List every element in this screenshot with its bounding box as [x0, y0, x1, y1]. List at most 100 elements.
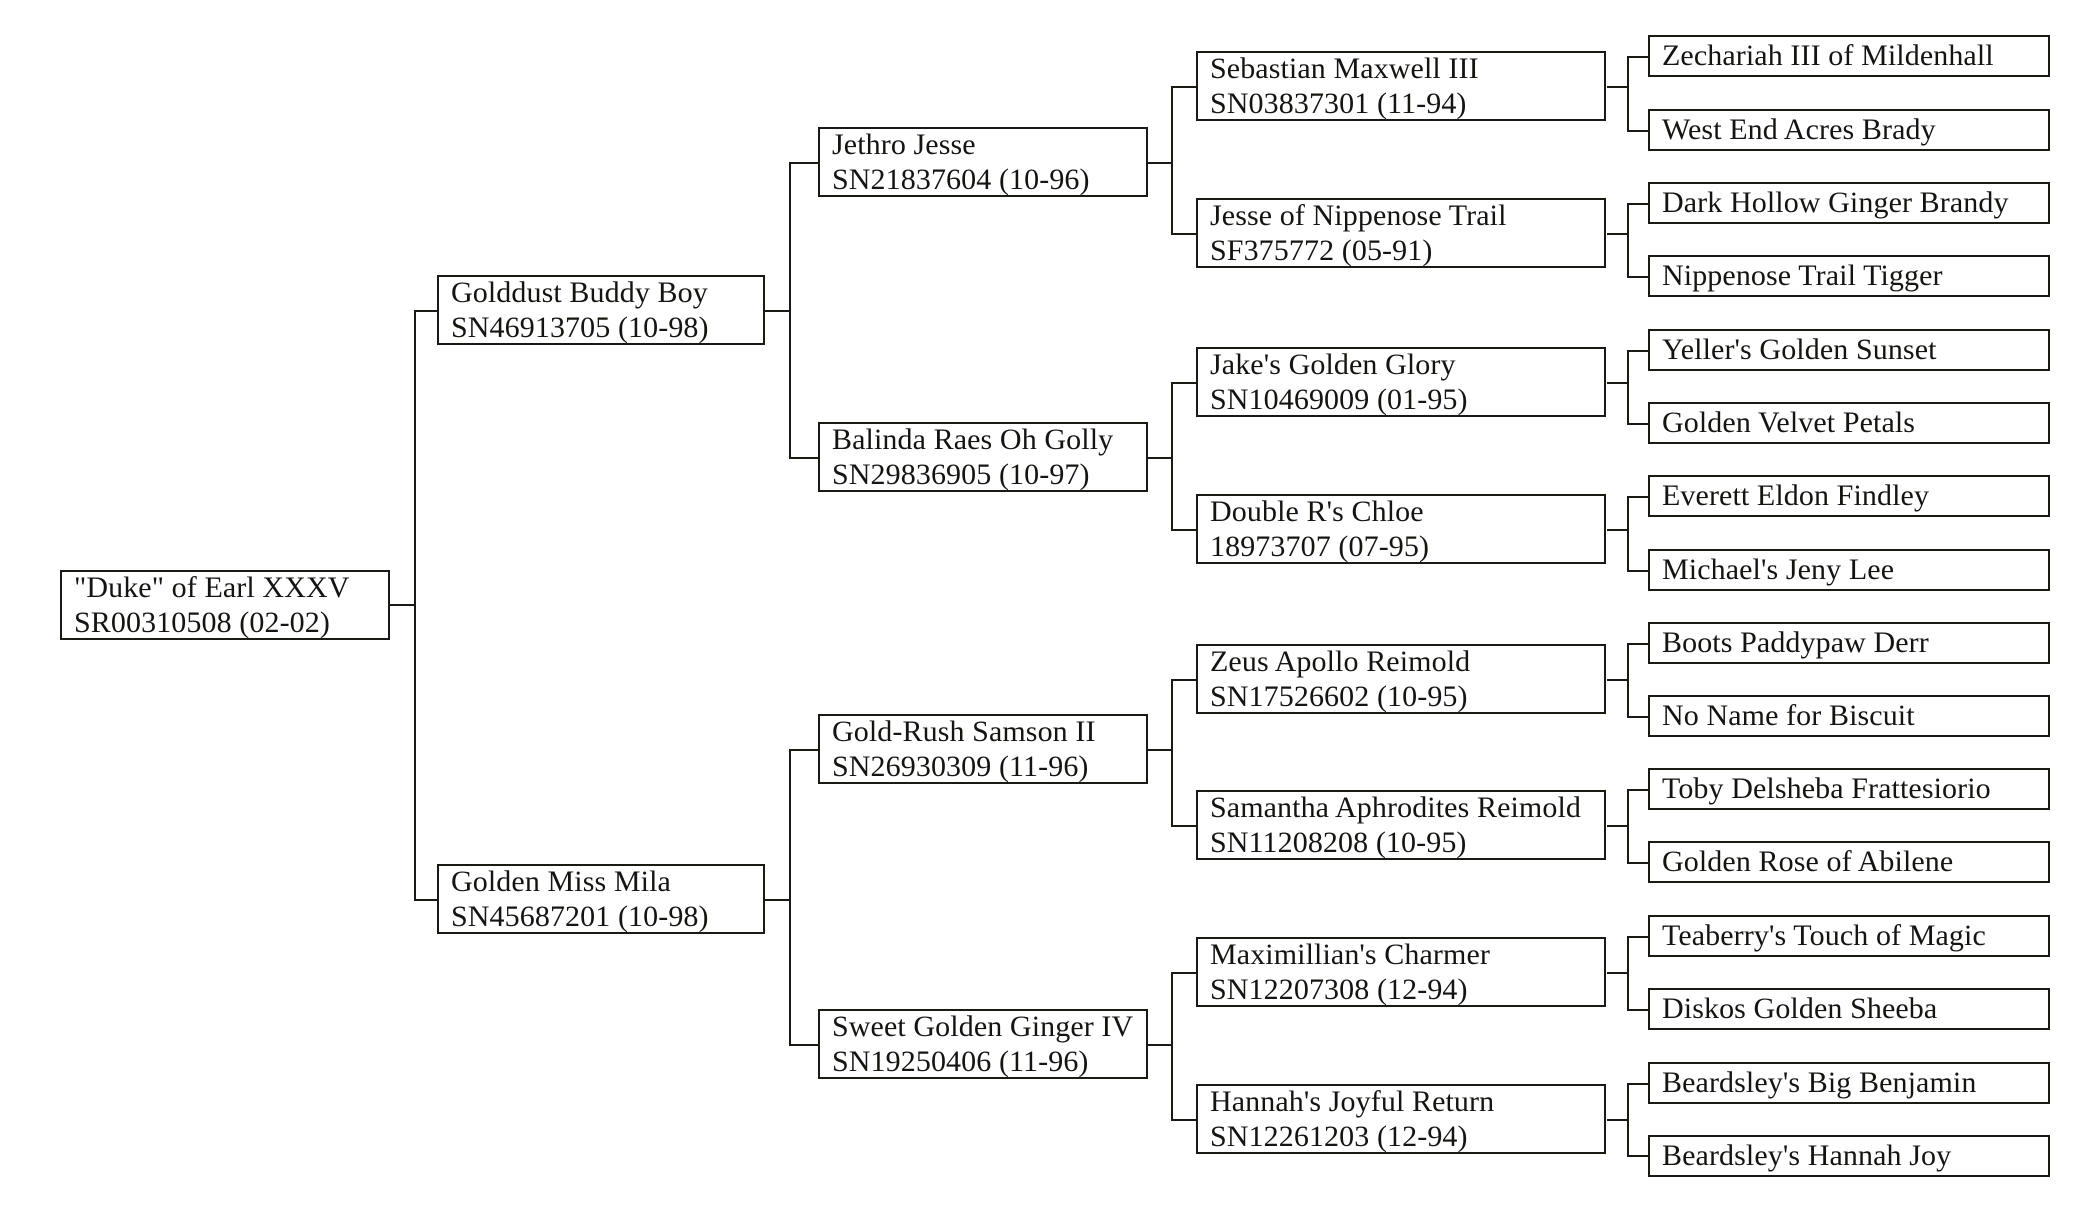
node-registration: SR00310508 (02-02)	[74, 606, 330, 639]
connector-gen3-0-trunk	[1627, 56, 1629, 131]
pedigree-node-gen3-5[interactable]: Samantha Aphrodites Reimold SN11208208 (…	[1196, 790, 1606, 860]
node-name: Dark Hollow Ginger Brandy	[1662, 186, 2009, 220]
node-name: Toby Delsheba Frattesiorio	[1662, 772, 1991, 806]
pedigree-node-gen4-5[interactable]: Golden Velvet Petals	[1648, 402, 2050, 444]
connector-root-stub	[390, 604, 416, 606]
node-name: Nippenose Trail Tigger	[1662, 259, 1943, 293]
node-registration: SN21837604 (10-96)	[832, 163, 1090, 196]
pedigree-node-gen4-9[interactable]: No Name for Biscuit	[1648, 695, 2050, 737]
node-name: Golden Velvet Petals	[1662, 406, 1916, 440]
connector-gen2-0-to-gen3-1	[1171, 233, 1197, 235]
connector-gen3-7-stub	[1607, 1119, 1629, 1121]
connector-gen3-3-stub	[1607, 529, 1629, 531]
pedigree-node-gen4-7[interactable]: Michael's Jeny Lee	[1648, 549, 2050, 591]
node-registration: SN10469009 (01-95)	[1210, 383, 1468, 416]
node-name: Balinda Raes Oh Golly	[832, 422, 1114, 456]
connector-gen3-2-to-gen4-4	[1627, 350, 1649, 352]
pedigree-node-gen2-2[interactable]: Gold-Rush Samson II SN26930309 (11-96)	[818, 714, 1148, 784]
connector-gen3-3-trunk	[1627, 496, 1629, 571]
node-name: Teaberry's Touch of Magic	[1662, 919, 1986, 953]
connector-gen2-2-to-gen3-4	[1171, 679, 1197, 681]
node-registration: SN12207308 (12-94)	[1210, 973, 1468, 1006]
connector-gen3-1-to-gen4-3	[1627, 276, 1649, 278]
pedigree-node-dam[interactable]: Golden Miss Mila SN45687201 (10-98)	[437, 864, 765, 934]
pedigree-node-gen4-12[interactable]: Teaberry's Touch of Magic	[1648, 915, 2050, 957]
connector-gen1-0-to-gen2-0	[789, 162, 819, 164]
node-name: Jake's Golden Glory	[1210, 347, 1456, 381]
node-registration: SN26930309 (11-96)	[832, 750, 1089, 783]
node-registration: SN03837301 (11-94)	[1210, 87, 1467, 120]
connector-gen2-1-to-gen3-2	[1171, 382, 1197, 384]
pedigree-node-gen4-8[interactable]: Boots Paddypaw Derr	[1648, 622, 2050, 664]
node-name: West End Acres Brady	[1662, 113, 1936, 147]
connector-gen2-2-trunk	[1171, 679, 1173, 826]
pedigree-node-gen4-1[interactable]: West End Acres Brady	[1648, 109, 2050, 151]
pedigree-node-gen2-3[interactable]: Sweet Golden Ginger IV SN19250406 (11-96…	[818, 1009, 1148, 1079]
connector-gen3-4-to-gen4-9	[1627, 716, 1649, 718]
pedigree-node-gen4-6[interactable]: Everett Eldon Findley	[1648, 475, 2050, 517]
pedigree-node-gen4-3[interactable]: Nippenose Trail Tigger	[1648, 255, 2050, 297]
node-registration: 18973707 (07-95)	[1210, 530, 1430, 563]
connector-gen2-0-stub	[1147, 162, 1173, 164]
node-name: Sweet Golden Ginger IV	[832, 1009, 1134, 1043]
node-name: Diskos Golden Sheeba	[1662, 992, 1938, 1026]
pedigree-node-gen3-3[interactable]: Double R's Chloe 18973707 (07-95)	[1196, 494, 1606, 564]
pedigree-node-gen4-2[interactable]: Dark Hollow Ginger Brandy	[1648, 182, 2050, 224]
connector-gen3-7-to-gen4-15	[1627, 1155, 1649, 1157]
pedigree-node-gen3-0[interactable]: Sebastian Maxwell III SN03837301 (11-94)	[1196, 51, 1606, 121]
pedigree-node-gen4-15[interactable]: Beardsley's Hannah Joy	[1648, 1135, 2050, 1177]
connector-gen3-6-trunk	[1627, 936, 1629, 1010]
node-name: Gold-Rush Samson II	[832, 714, 1096, 748]
pedigree-node-gen4-14[interactable]: Beardsley's Big Benjamin	[1648, 1062, 2050, 1104]
connector-root-to-gen1-0	[414, 310, 438, 312]
pedigree-node-gen4-4[interactable]: Yeller's Golden Sunset	[1648, 329, 2050, 371]
connector-gen3-4-stub	[1607, 679, 1629, 681]
connector-gen3-5-to-gen4-10	[1627, 789, 1649, 791]
pedigree-node-gen3-1[interactable]: Jesse of Nippenose Trail SF375772 (05-91…	[1196, 198, 1606, 268]
pedigree-node-gen4-11[interactable]: Golden Rose of Abilene	[1648, 841, 2050, 883]
node-name: Zechariah III of Mildenhall	[1662, 39, 1994, 73]
connector-root-trunk	[414, 310, 416, 606]
node-name: No Name for Biscuit	[1662, 699, 1915, 733]
connector-gen3-4-trunk	[1627, 643, 1629, 717]
connector-gen3-2-stub	[1607, 382, 1629, 384]
node-registration: SN17526602 (10-95)	[1210, 680, 1468, 713]
connector-gen3-3-to-gen4-7	[1627, 570, 1649, 572]
pedigree-node-sire[interactable]: Golddust Buddy Boy SN46913705 (10-98)	[437, 275, 765, 345]
pedigree-node-gen3-4[interactable]: Zeus Apollo Reimold SN17526602 (10-95)	[1196, 644, 1606, 714]
pedigree-node-gen3-6[interactable]: Maximillian's Charmer SN12207308 (12-94)	[1196, 937, 1606, 1007]
pedigree-node-gen4-10[interactable]: Toby Delsheba Frattesiorio	[1648, 768, 2050, 810]
node-name: "Duke" of Earl XXXV	[74, 570, 350, 604]
pedigree-node-subject[interactable]: "Duke" of Earl XXXV SR00310508 (02-02)	[60, 570, 390, 640]
connector-gen3-1-to-gen4-2	[1627, 203, 1649, 205]
connector-gen1-1-to-gen2-3	[789, 1044, 819, 1046]
node-name: Yeller's Golden Sunset	[1662, 333, 1937, 367]
connector-gen2-3-trunk	[1171, 972, 1173, 1120]
pedigree-node-gen2-1[interactable]: Balinda Raes Oh Golly SN29836905 (10-97)	[818, 422, 1148, 492]
node-registration: SN45687201 (10-98)	[451, 900, 709, 933]
connector-gen2-1-to-gen3-3	[1171, 529, 1197, 531]
node-name: Hannah's Joyful Return	[1210, 1084, 1495, 1118]
connector-gen3-4-to-gen4-8	[1627, 643, 1649, 645]
node-registration: SN29836905 (10-97)	[832, 458, 1090, 491]
pedigree-node-gen4-13[interactable]: Diskos Golden Sheeba	[1648, 988, 2050, 1030]
node-name: Double R's Chloe	[1210, 494, 1424, 528]
connector-gen3-5-to-gen4-11	[1627, 862, 1649, 864]
pedigree-node-gen3-2[interactable]: Jake's Golden Glory SN10469009 (01-95)	[1196, 347, 1606, 417]
connector-gen3-6-stub	[1607, 972, 1629, 974]
pedigree-node-gen2-0[interactable]: Jethro Jesse SN21837604 (10-96)	[818, 127, 1148, 197]
node-name: Jesse of Nippenose Trail	[1210, 198, 1507, 232]
node-registration: SN12261203 (12-94)	[1210, 1120, 1468, 1153]
connector-gen3-3-to-gen4-6	[1627, 496, 1649, 498]
node-name: Golden Rose of Abilene	[1662, 845, 1954, 879]
pedigree-node-gen4-0[interactable]: Zechariah III of Mildenhall	[1648, 35, 2050, 77]
connector-gen2-1-trunk	[1171, 382, 1173, 530]
connector-gen2-0-to-gen3-0	[1171, 86, 1197, 88]
connector-gen3-6-to-gen4-13	[1627, 1009, 1649, 1011]
node-name: Jethro Jesse	[832, 127, 976, 161]
node-name: Samantha Aphrodites Reimold	[1210, 790, 1581, 824]
connector-gen3-0-stub	[1607, 86, 1629, 88]
pedigree-node-gen3-7[interactable]: Hannah's Joyful Return SN12261203 (12-94…	[1196, 1084, 1606, 1154]
connector-gen3-2-to-gen4-5	[1627, 423, 1649, 425]
connector-gen3-5-stub	[1607, 825, 1629, 827]
